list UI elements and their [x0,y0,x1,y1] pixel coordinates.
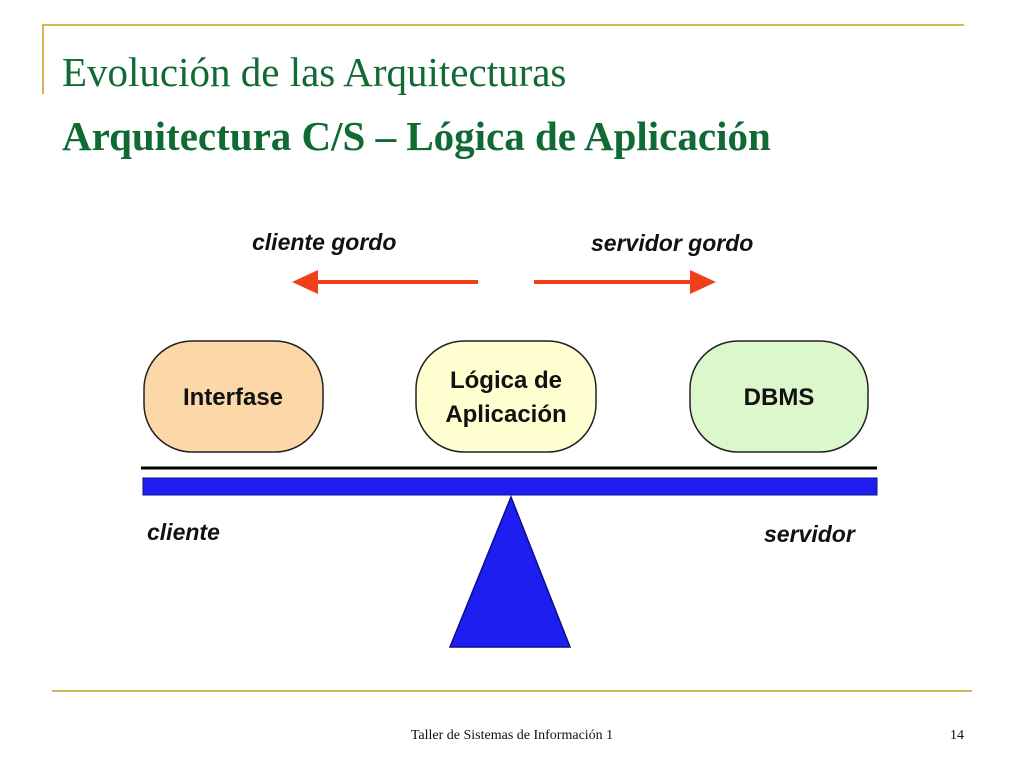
logica-aplicacion-box: Lógica de Aplicación [415,340,597,453]
right-arrow-head [690,270,716,294]
interfase-box: Interfase [143,340,324,453]
arrow-left-label: cliente gordo [252,229,396,255]
page-number: 14 [950,728,964,743]
interfase-label: Interfase [183,384,283,411]
beam-right-label: servidor [764,521,856,547]
balance-beam [142,477,878,496]
dbms-box: DBMS [689,340,869,453]
footer-text: Taller de Sistemas de Información 1 [410,728,614,743]
title-frame-left [42,24,44,94]
slide-title: Evolución de las Arquitecturas [62,49,567,95]
logica-label-line1: Lógica de [450,367,562,394]
footer-divider [52,690,972,692]
dbms-label: DBMS [744,384,815,411]
fulcrum-triangle [448,494,572,648]
left-arrow-head [292,270,318,294]
logica-label-line2: Aplicación [445,401,566,428]
beam-left-label: cliente [147,519,220,545]
title-frame-top [42,24,964,26]
arrow-right-label: servidor gordo [591,230,753,256]
slide-subtitle: Arquitectura C/S – Lógica de Aplicación [62,113,771,159]
